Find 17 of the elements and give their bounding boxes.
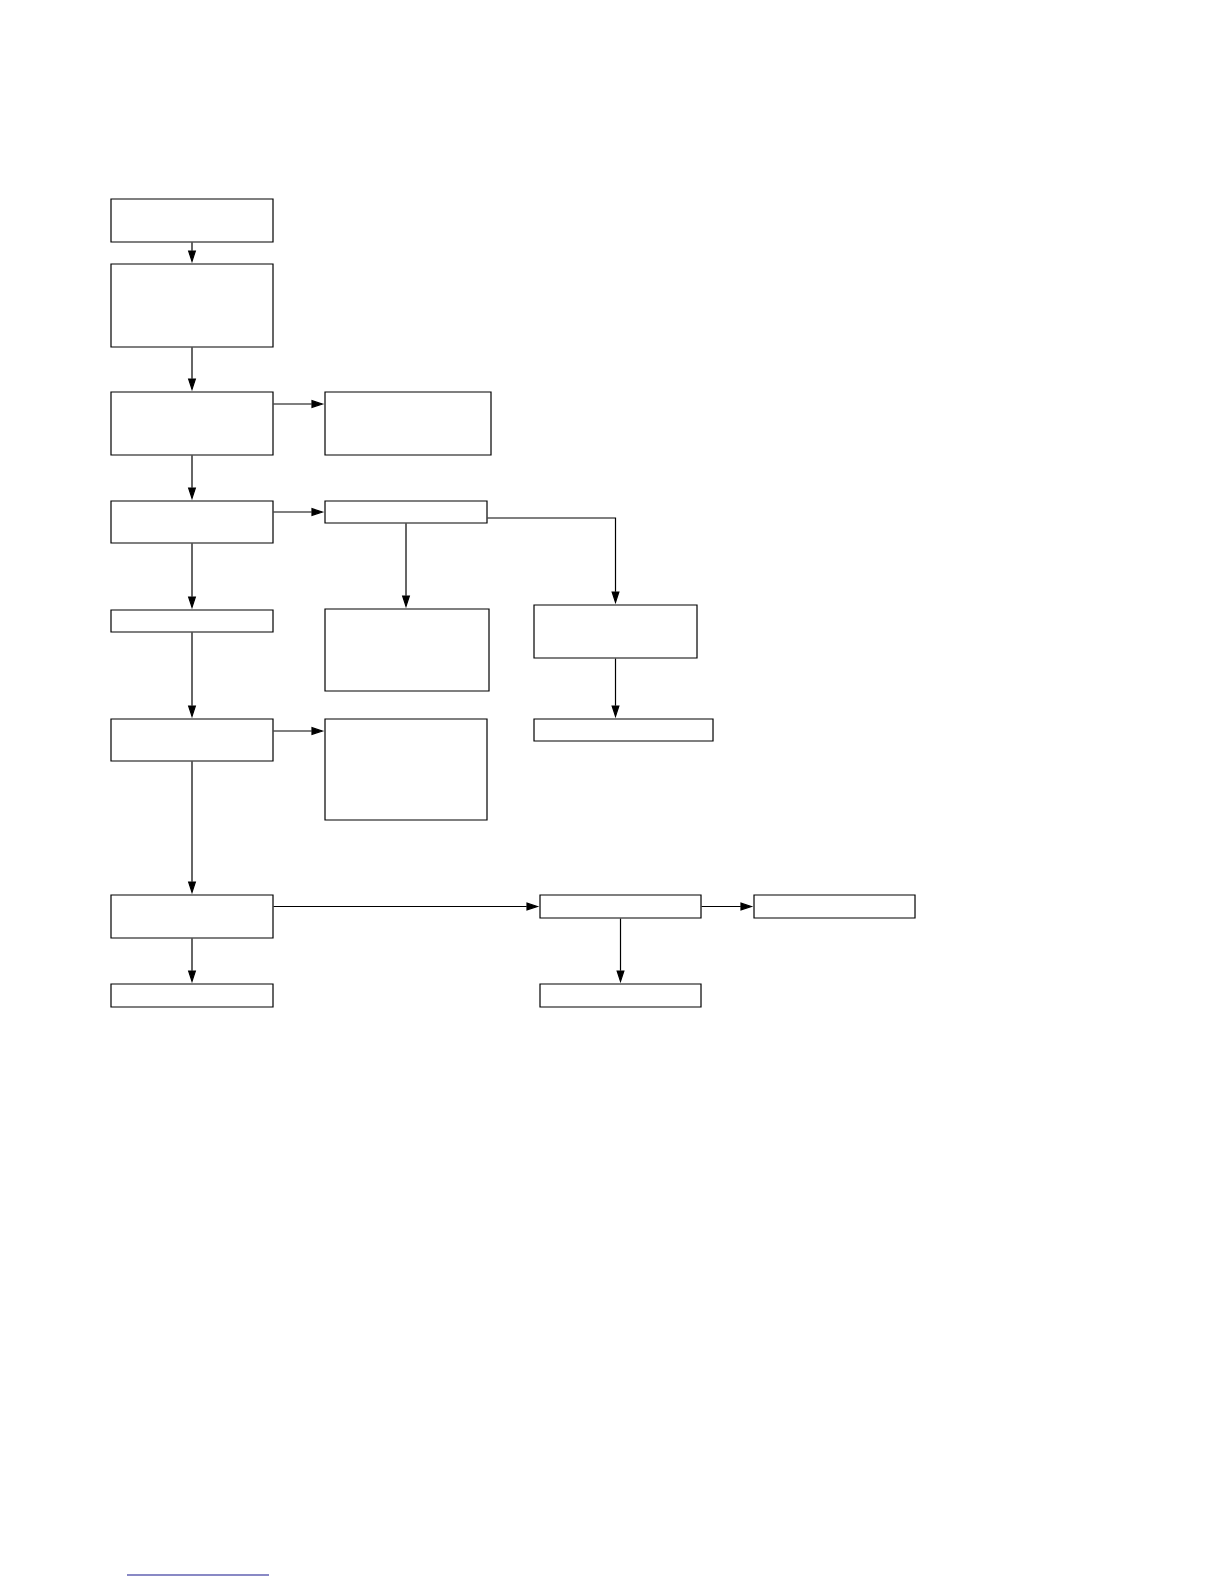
- process-box: [324, 391, 492, 456]
- process-box: [110, 391, 274, 456]
- process-box: [324, 500, 488, 524]
- process-box: [539, 894, 702, 919]
- process-box: [533, 604, 698, 659]
- process-box: [539, 983, 702, 1008]
- process-box: [324, 608, 490, 692]
- process-box: [533, 718, 714, 742]
- process-box: [324, 718, 488, 821]
- process-box: [110, 894, 274, 939]
- process-box: [753, 894, 916, 919]
- process-box: [110, 718, 274, 762]
- process-box: [110, 609, 274, 633]
- process-box: [110, 500, 274, 544]
- process-box: [110, 263, 274, 348]
- process-box: [110, 198, 274, 243]
- process-box: [110, 983, 274, 1008]
